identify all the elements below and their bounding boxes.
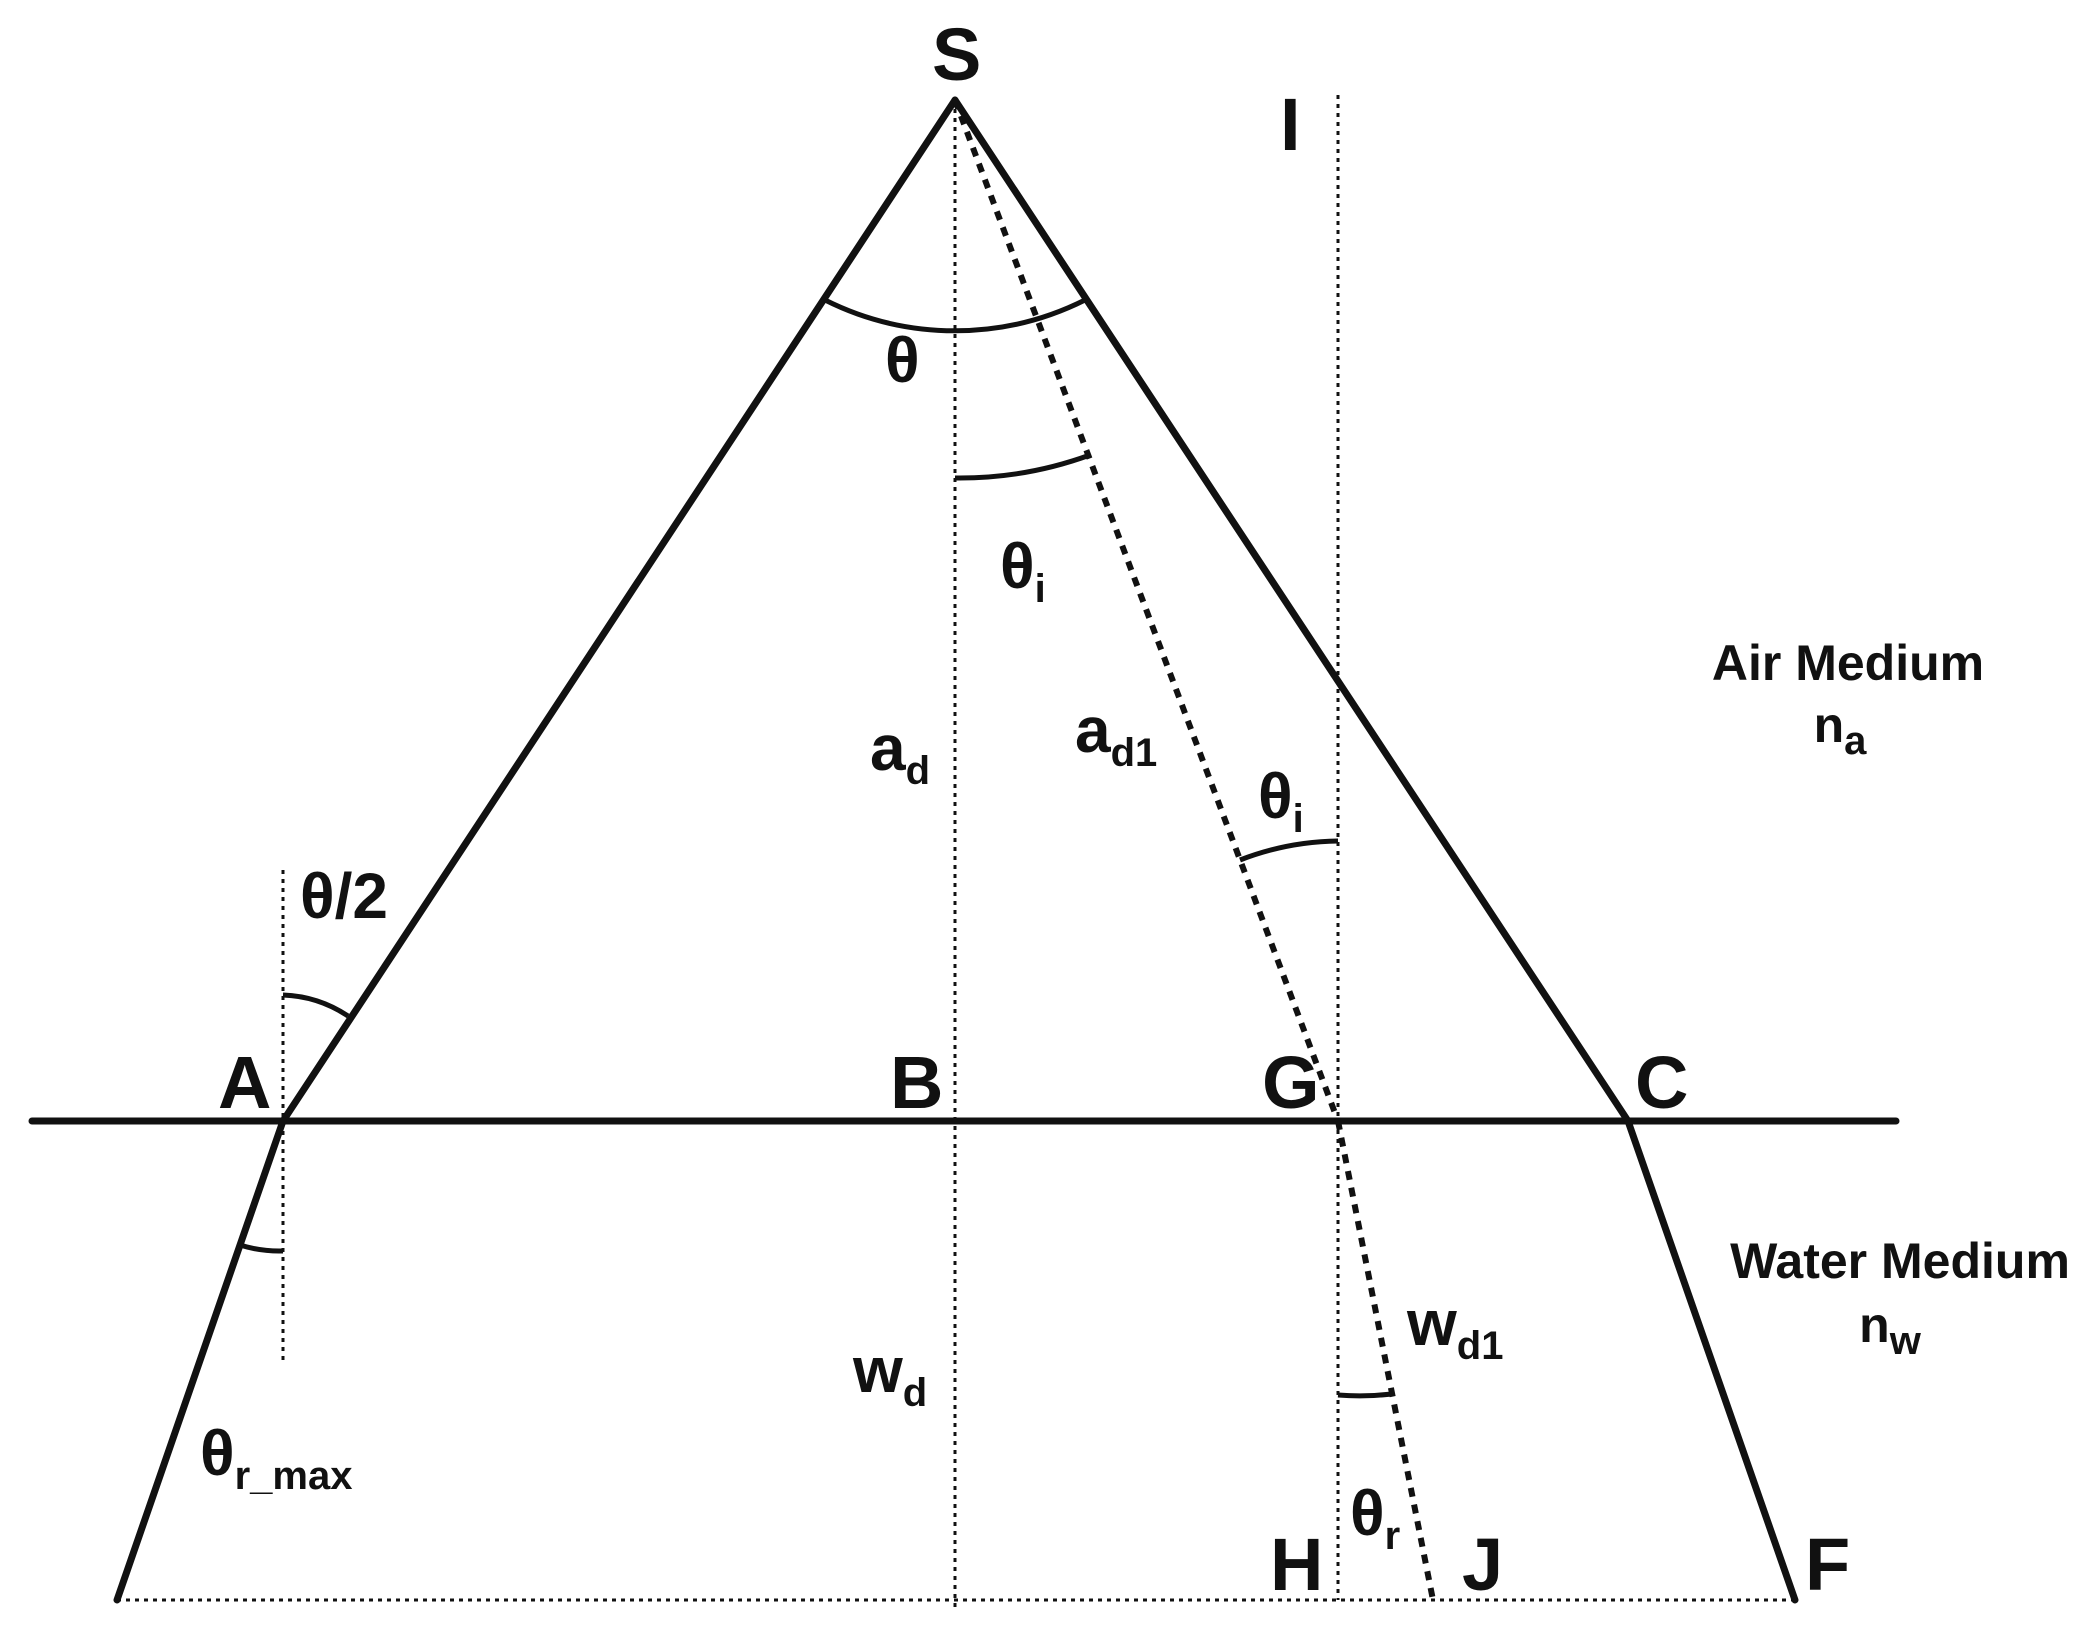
angle-theta-r-max-sub: r_max — [235, 1454, 353, 1498]
water-medium-index-sub: w — [1889, 1319, 1922, 1363]
angle-theta-half-label: θ/2 — [300, 860, 388, 932]
angle-theta-i-right-sub: i — [1293, 797, 1304, 841]
angle-theta-r-base: θ — [1350, 1477, 1385, 1549]
ray-G-J — [1335, 1120, 1436, 1601]
distance-a-d1-base: a — [1075, 694, 1111, 766]
distance-w-d1-sub: d1 — [1457, 1324, 1504, 1368]
air-medium-index: na — [1814, 697, 1868, 763]
distance-w-d1-base: w — [1406, 1287, 1457, 1359]
point-label-I: I — [1280, 83, 1301, 166]
water-medium-index-base: n — [1859, 1297, 1890, 1353]
distance-a-d-label: ad — [870, 712, 930, 793]
water-medium-title: Water Medium — [1730, 1233, 2070, 1289]
angle-theta-r-max-base: θ — [200, 1417, 235, 1489]
angle-theta-label: θ — [885, 324, 920, 396]
arc-theta-half — [282, 992, 350, 1019]
point-label-S: S — [932, 13, 981, 96]
arc-theta — [823, 297, 1087, 334]
air-medium-title: Air Medium — [1712, 635, 1984, 691]
ray-S-G — [952, 98, 1341, 1123]
angle-theta-i-right-base: θ — [1258, 760, 1293, 832]
angle-theta-i-top-label: θi — [1000, 530, 1046, 611]
arc-theta-i-top — [954, 452, 1091, 481]
point-label-J: J — [1462, 1523, 1503, 1606]
line-SC — [951, 96, 1632, 1125]
angle-theta-i-top-sub: i — [1035, 567, 1046, 611]
point-label-H: H — [1270, 1523, 1323, 1606]
distance-a-d1-label: ad1 — [1075, 694, 1157, 775]
air-medium-index-base: n — [1814, 697, 1845, 753]
distance-w-d-sub: d — [903, 1371, 927, 1415]
distance-w-d1-label: wd1 — [1406, 1287, 1503, 1368]
angle-theta-i-right-label: θi — [1258, 760, 1304, 841]
point-label-G: G — [1262, 1041, 1320, 1124]
distance-w-d-label: wd — [852, 1334, 927, 1415]
point-label-C: C — [1635, 1041, 1688, 1124]
point-label-A: A — [218, 1041, 271, 1124]
distance-a-d-sub: d — [906, 749, 930, 793]
line-A-bottom — [113, 1117, 287, 1604]
point-label-B: B — [890, 1041, 943, 1124]
air-medium-index-sub: a — [1844, 719, 1867, 763]
arc-theta-r-max — [239, 1242, 284, 1254]
distance-a-d1-sub: d1 — [1111, 731, 1158, 775]
water-medium-index: nw — [1859, 1297, 1922, 1363]
angle-theta-r-max-label: θr_max — [200, 1417, 352, 1498]
distance-w-d-base: w — [852, 1334, 903, 1406]
line-C-F — [1624, 1117, 1799, 1604]
arc-theta-i-right — [1239, 838, 1339, 863]
point-label-F: F — [1805, 1523, 1850, 1606]
line-SA — [279, 96, 959, 1125]
distance-a-d-base: a — [870, 712, 906, 784]
angle-theta-i-top-base: θ — [1000, 530, 1035, 602]
angle-theta-r-sub: r — [1385, 1514, 1401, 1558]
arc-theta-r — [1337, 1391, 1393, 1399]
angle-theta-r-label: θr — [1350, 1477, 1400, 1558]
